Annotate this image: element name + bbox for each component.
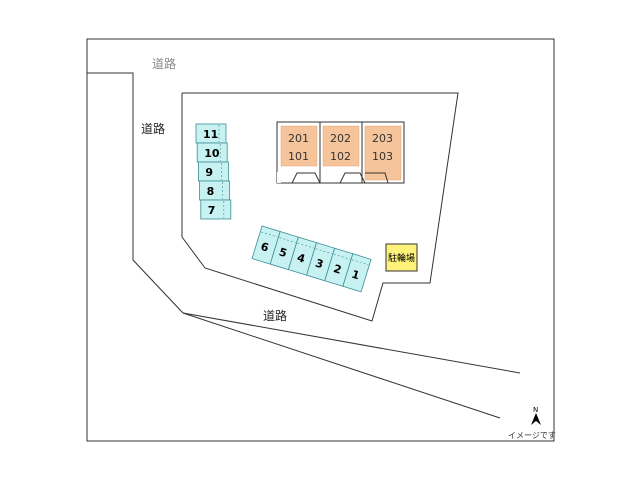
bike-parking-box	[385, 243, 418, 272]
road-edge-left	[87, 72, 521, 374]
parking-space-9: 9	[197, 161, 229, 182]
parking-space-4-guide	[297, 242, 314, 249]
parking-space-2-label: 2	[332, 262, 343, 277]
parking-space-8-box	[199, 180, 231, 201]
parking-space-10: 10	[196, 142, 228, 163]
parking-space-10-label: 10	[204, 147, 220, 160]
unit-2: 202 102	[322, 125, 360, 167]
unit-3-upper: 203	[372, 132, 393, 145]
parking-space-8-label: 8	[207, 185, 215, 198]
road-edge-bottom	[182, 312, 501, 419]
parking-space-1-label: 1	[350, 268, 361, 283]
unit-1-fill	[280, 125, 318, 167]
unit-3-lower: 103	[372, 150, 393, 163]
unit-3: 203 103	[364, 125, 402, 181]
building: 201 101 202 102 203 103	[276, 121, 405, 184]
parking-space-6-label: 6	[259, 240, 270, 255]
parking-space-7: 7	[200, 199, 232, 220]
parking-space-11-label: 11	[203, 128, 218, 141]
parking-space-3-guide	[315, 248, 333, 254]
compass: N	[531, 406, 541, 425]
parking-space-5-label: 5	[277, 245, 288, 260]
road-label-left: 道路	[141, 121, 165, 136]
unit-2-lower: 102	[330, 150, 351, 163]
map-frame	[86, 38, 555, 442]
parking-space-7-label: 7	[208, 204, 216, 217]
parking-space-9-label: 9	[205, 166, 213, 179]
image-note: イメージです	[508, 431, 556, 440]
unit-2-fill	[322, 125, 360, 167]
bike-parking: 駐輪場	[385, 243, 418, 272]
unit-1-upper: 201	[288, 132, 309, 145]
parking-space-1: 1	[342, 253, 372, 293]
parking-space-5-guide	[279, 237, 296, 243]
parking-space-11: 11	[195, 123, 227, 144]
parking-space-6-guide	[261, 231, 278, 238]
parking-space-2-guide	[333, 253, 351, 260]
building-gap	[277, 172, 281, 183]
parking-west: 11 10 9 8 7	[195, 123, 232, 220]
unit-2-upper: 202	[330, 132, 351, 145]
parking-space-8: 8	[199, 180, 231, 201]
unit-1-lower: 101	[288, 150, 309, 163]
road-label-bottom: 道路	[263, 308, 287, 323]
building-entrance-3	[365, 172, 389, 184]
bike-parking-label: 駐輪場	[388, 252, 415, 264]
parking-space-9-box	[197, 161, 229, 182]
road-label-top: 道路	[152, 56, 176, 71]
parking-space-1-guide	[351, 259, 369, 266]
unit-1: 201 101	[280, 125, 318, 167]
parking-space-7-box	[200, 199, 232, 220]
site-boundary	[181, 92, 459, 322]
compass-arrow-icon	[531, 413, 541, 425]
parking-space-4-label: 4	[296, 251, 307, 266]
unit-3-fill	[364, 125, 402, 181]
parking-space-3-label: 3	[314, 257, 325, 272]
compass-north-label: N	[533, 406, 538, 414]
